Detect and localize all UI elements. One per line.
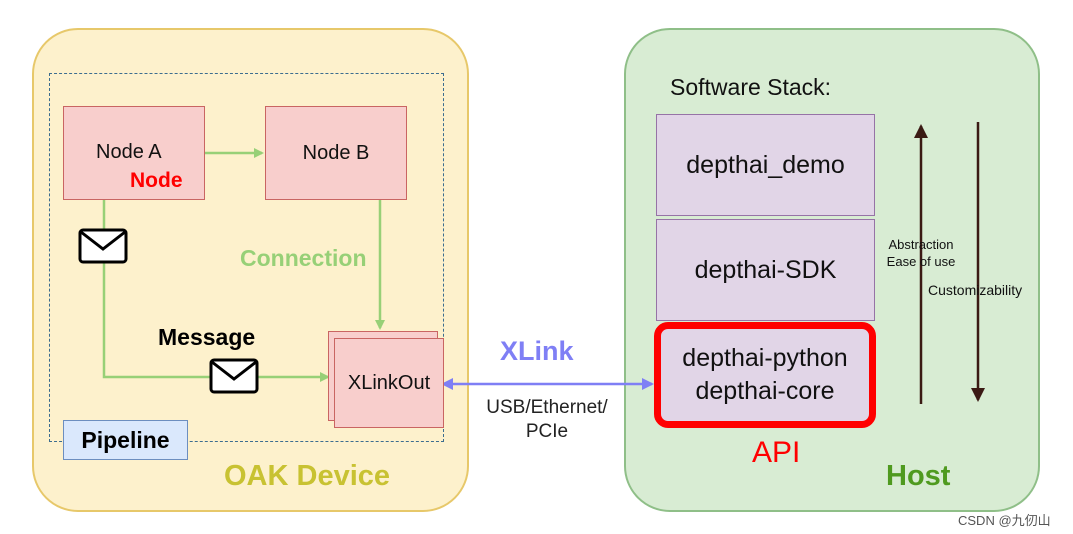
api-line-2: depthai-core <box>695 377 835 405</box>
node-tag-label: Node <box>130 169 183 192</box>
xlink-title: XLink <box>500 336 574 366</box>
abstraction-line-2: Ease of use <box>886 254 956 269</box>
customizability-label: Customizability <box>928 282 1023 298</box>
node-a-label: Node A <box>96 141 162 163</box>
watermark: CSDN @九仞山 <box>958 513 1051 528</box>
pipeline-frame <box>49 73 444 442</box>
api-line-1: depthai-python <box>682 344 848 372</box>
node-b-label: Node B <box>302 141 370 164</box>
stack-layer-demo-label: depthai_demo <box>686 150 845 179</box>
envelope-icon <box>78 228 128 264</box>
transport-line-2: PCIe <box>525 421 569 442</box>
api-label: API <box>752 436 801 469</box>
stack-layer-demo: depthai_demo <box>656 114 875 216</box>
abstraction-line-1: Abstraction <box>888 237 954 252</box>
transport-label: USB/Ethernet/ PCIe <box>470 396 624 444</box>
pipeline-label: Pipeline <box>63 420 188 460</box>
stack-layer-api: depthai-python depthai-core <box>654 322 876 428</box>
node-a: Node A Node <box>63 106 205 200</box>
node-b: Node B <box>265 106 407 200</box>
software-stack-title: Software Stack: <box>670 74 832 100</box>
stack-layer-sdk-label: depthai-SDK <box>694 255 837 284</box>
xlinkout-node: XLinkOut <box>334 338 444 428</box>
message-label: Message <box>158 324 256 350</box>
xlinkout-label: XLinkOut <box>347 371 431 394</box>
host-title: Host <box>886 460 951 492</box>
connection-label: Connection <box>240 245 367 271</box>
abstraction-label: Abstraction Ease of use <box>874 236 968 270</box>
oak-device-title: OAK Device <box>224 460 391 492</box>
pipeline-label-text: Pipeline <box>81 426 170 453</box>
transport-line-1: USB/Ethernet/ <box>486 397 608 418</box>
envelope-icon <box>209 358 259 394</box>
stack-layer-sdk: depthai-SDK <box>656 219 875 321</box>
